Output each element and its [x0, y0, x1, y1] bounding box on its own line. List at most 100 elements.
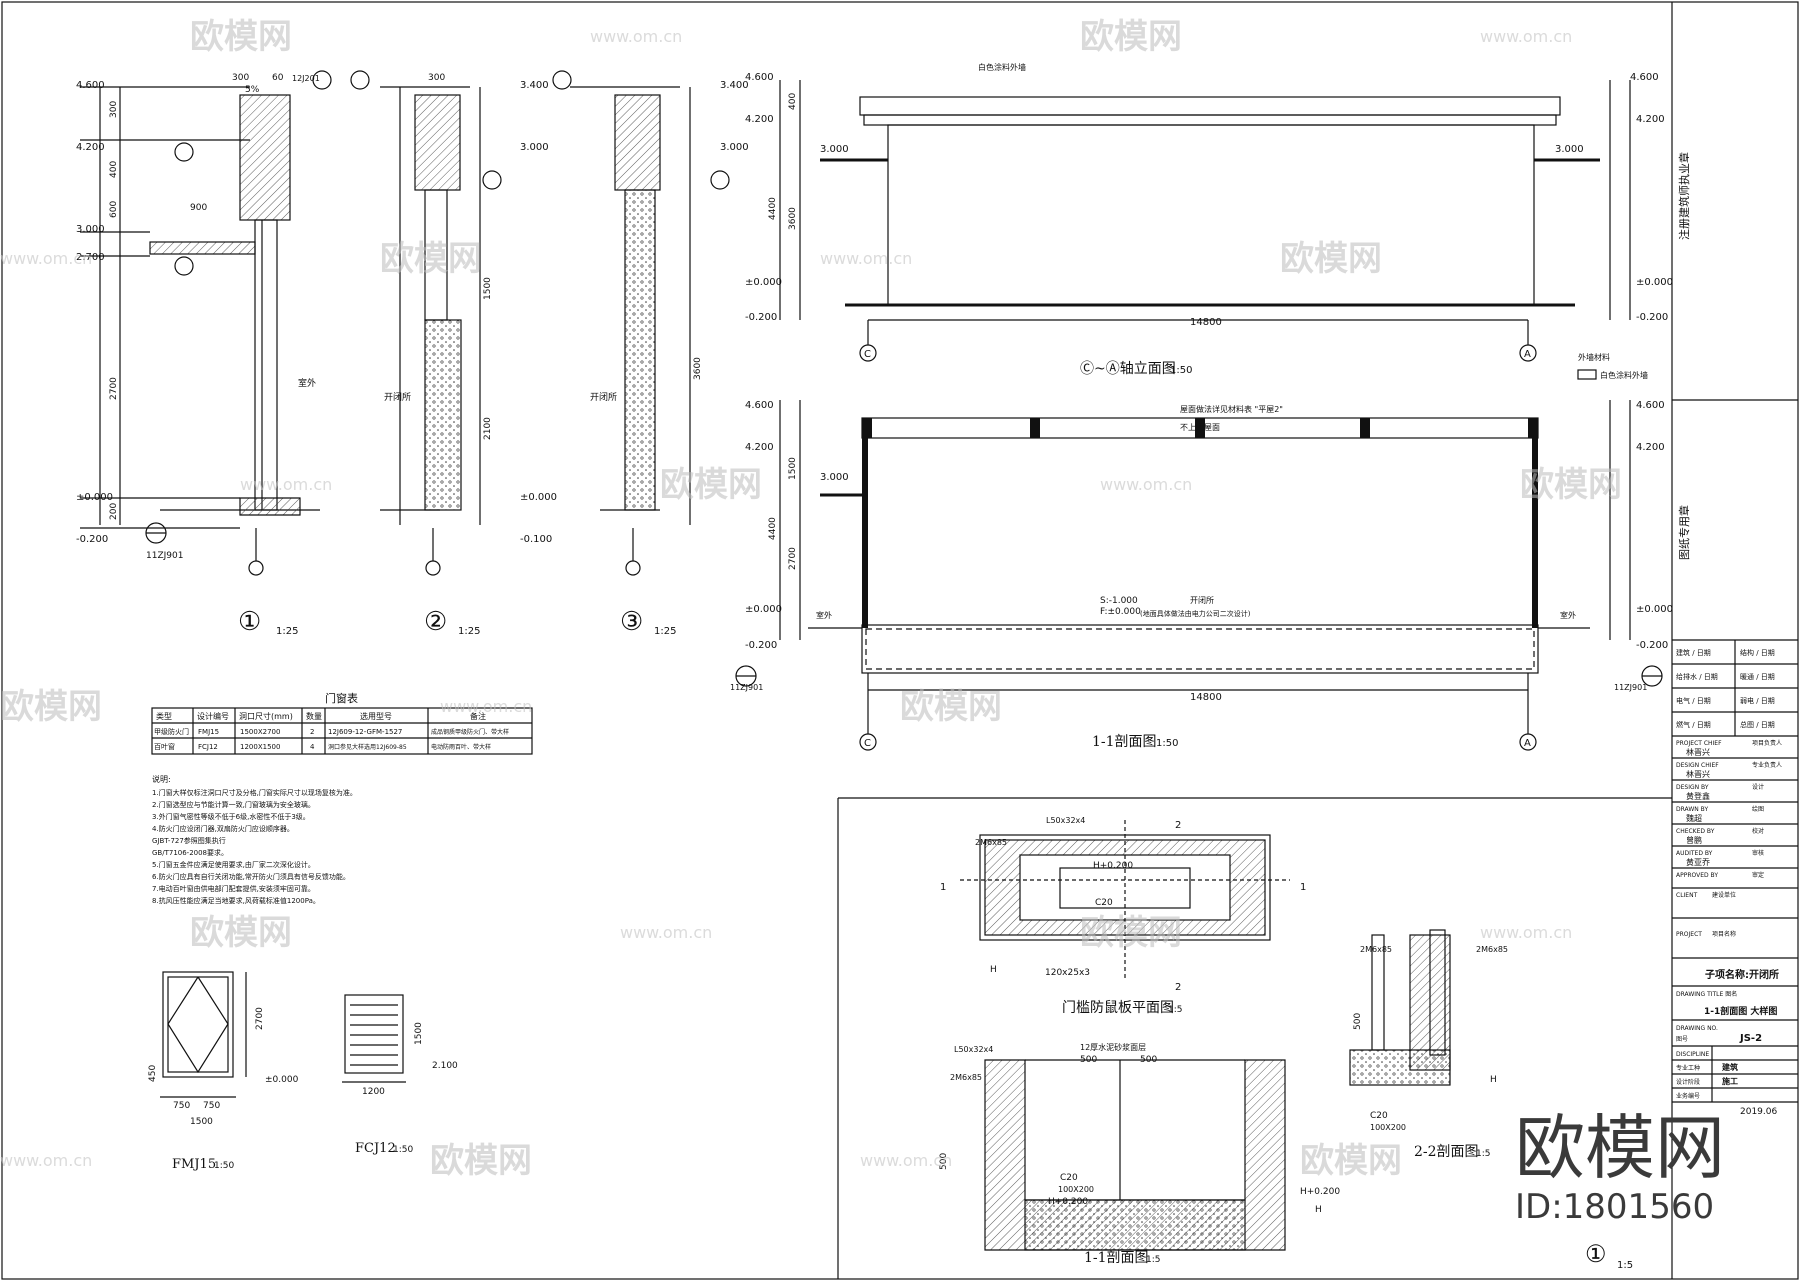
tb-vertical-1: 注册建筑师执业章 [1677, 152, 1691, 240]
wm-logo-6: 欧模网 [1520, 465, 1622, 505]
detail-11-scale: 1:5 [1146, 1255, 1160, 1265]
grid1-tp-r: 1 [1300, 882, 1306, 893]
wm-logo-9: 欧模网 [190, 913, 292, 953]
wm-logo-10: 欧模网 [1080, 913, 1182, 953]
c20-size-d11: 100X200 [1058, 1185, 1094, 1194]
iron-note-1: 12厚水泥砂浆面层 [1080, 1042, 1146, 1052]
detail-section-2-2 [1349, 929, 1451, 1086]
wm-logo-2: 欧模网 [1080, 17, 1182, 57]
wall-section-2 [350, 70, 502, 576]
elev-3000-s1: 3.000 [76, 224, 105, 235]
window-fcj12 [342, 994, 406, 1083]
elev-4200-ea-r: 4.200 [1636, 114, 1665, 125]
wm-logo-1: 欧模网 [190, 17, 292, 57]
scale-s2: 1:25 [458, 626, 480, 637]
tb-disc-cn: 专业工种 [1676, 1064, 1700, 1072]
wm-logo-3: 欧模网 [380, 239, 482, 279]
th-remark: 备注 [470, 711, 486, 721]
tb-db-cn: 设计 [1752, 783, 1764, 791]
tb-stage-cn: 设计阶段 [1676, 1078, 1700, 1086]
note-3: 3.外门窗气密性等级不低于6级,水密性不低于3级。 [152, 812, 310, 821]
wm-logo-4: 欧模网 [1280, 239, 1382, 279]
tb-r3b: 弱电 / 日期 [1740, 696, 1775, 705]
section-11-scale: 1:50 [1156, 738, 1178, 749]
wm-url-6: www.om.cn [240, 475, 332, 494]
parapet-hatch [239, 94, 291, 221]
elev-0-ea: ±0.000 [745, 277, 782, 288]
atlas2-s11-r: 11ZJ901 [1614, 683, 1647, 692]
elev-4600-ea-r: 4.600 [1630, 72, 1659, 83]
room-s2: 开闭所 [384, 391, 411, 403]
elev-0-s11: ±0.000 [745, 604, 782, 615]
elev-4200-ea: 4.200 [745, 114, 774, 125]
wm-url-4: www.om.cn [820, 249, 912, 268]
hplus-tp: H+0.200 [1093, 861, 1133, 871]
r2-model: 洞口参见大样选用12J609-85 [328, 743, 407, 751]
fcj12-title: FCJ12 [355, 1141, 396, 1156]
m6-d22-r: 2M6x85 [1476, 945, 1508, 954]
tb-dc-name: 林晋兴 [1686, 769, 1710, 779]
elev-0-s2: ±0.000 [520, 492, 557, 503]
h-d22: H [1490, 1075, 1497, 1085]
tb-dno-cn: 图号 [1676, 1036, 1688, 1043]
wall-section-3 [552, 70, 730, 576]
outdoor-s11-l: 室外 [816, 610, 832, 620]
dim-3600-ea: 3600 [788, 207, 798, 230]
tb-vertical-2: 图纸专用章 [1677, 505, 1691, 560]
wm-url-7: www.om.cn [440, 697, 532, 716]
dim-2100-s2: 2100 [483, 417, 493, 440]
dim-3600-s3: 3600 [693, 357, 703, 380]
elev-0-s11-r: ±0.000 [1636, 604, 1673, 615]
elev-ca-title: Ⓒ~Ⓐ轴立面图 [1080, 361, 1176, 377]
wm-url-2: www.om.cn [1480, 27, 1572, 46]
dim-2700-fmj: 2700 [255, 1007, 265, 1030]
dim-600v-s1: 600 [109, 201, 119, 218]
tb-dt-label: DRAWING TITLE 图名 [1676, 990, 1737, 998]
elev-4600-s11-r: 4.600 [1636, 400, 1665, 411]
elev-4200-s11-r: 4.200 [1636, 442, 1665, 453]
elev-4200-s11: 4.200 [745, 442, 774, 453]
l50-d11: L50x32x4 [954, 1045, 993, 1054]
note-8: 6.防火门应具有自行关闭功能,常开防火门须具有信号反馈功能。 [152, 872, 350, 881]
elev-3000-s11: 3.000 [820, 472, 849, 483]
wm-logo-8: 欧模网 [900, 687, 1002, 727]
th-qty: 数量 [306, 711, 322, 721]
note-6: GB/T7106-2008要求。 [152, 848, 228, 857]
wm-url-5: www.om.cn [1100, 475, 1192, 494]
legend-title: 外墙材料 [1578, 352, 1610, 362]
dim-1500-s11: 1500 [788, 457, 798, 480]
tb-disc-label: DISCIPLINE [1676, 1051, 1709, 1058]
fmj15-scale: 1:50 [214, 1161, 234, 1171]
c20-d11: C20 [1060, 1173, 1078, 1183]
outdoor-s1: 室外 [298, 377, 316, 389]
dim-300v-s1: 300 [109, 101, 119, 118]
elev-neg200-s11-r: -0.200 [1636, 640, 1668, 651]
m6-d22: 2M6x85 [1360, 945, 1392, 954]
r1-type: 甲级防火门 [154, 727, 189, 736]
tb-r3a: 电气 / 日期 [1676, 696, 1711, 705]
r2-qty: 4 [310, 743, 315, 751]
elev-3000-s3: 3.000 [720, 142, 749, 153]
tb-r4b: 总图 / 日期 [1740, 720, 1775, 729]
h-tp: H [990, 965, 997, 975]
threshold-plan [960, 820, 1290, 980]
r2-size: 1200X1500 [240, 743, 280, 751]
scale-s1: 1:25 [276, 626, 298, 637]
c20-size-d22: 100X200 [1370, 1123, 1406, 1132]
elev-neg200-s11: -0.200 [745, 640, 777, 651]
dim-1500-s2: 1500 [483, 277, 493, 300]
elev-2100-fcj: 2.100 [432, 1061, 458, 1071]
th-size: 洞口尺寸(mm) [239, 711, 293, 721]
wm-url-3: www.om.cn [0, 249, 92, 268]
elev-4200-s1: 4.200 [76, 142, 105, 153]
wall-core [254, 219, 278, 511]
size500-b: 500 [1140, 1055, 1157, 1065]
tb-ck-label: CHECKED BY [1676, 828, 1715, 835]
dim-450-fmj: 450 [148, 1065, 158, 1082]
threshold-title: 门槛防鼠板平面图 [1062, 1000, 1174, 1016]
tb-biz-cn: 业务编号 [1676, 1092, 1700, 1100]
title-block [1672, 399, 1798, 1103]
room-s3: 开闭所 [590, 391, 617, 403]
dim-1500-fcj: 1500 [414, 1022, 424, 1045]
door-table-caption: 门窗表 [325, 691, 358, 705]
